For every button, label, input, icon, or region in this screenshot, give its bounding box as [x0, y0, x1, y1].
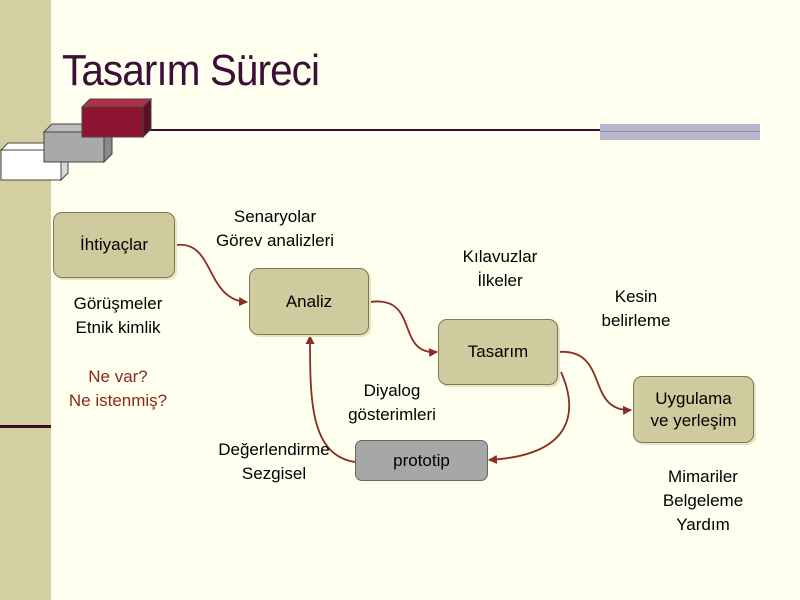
- stacked-blocks-icon: [0, 97, 153, 182]
- node-uygulama-line1: Uygulama: [655, 388, 732, 408]
- annotation-diyalog-line2: gösterimleri: [348, 405, 436, 424]
- annotation-senaryolar-line2: Görev analizleri: [215, 231, 335, 250]
- annotation-diyalog: Diyalog gösterimleri: [330, 379, 454, 427]
- annotation-gorusmeler-line2: Etnik kimlik: [75, 318, 161, 337]
- red-block: [80, 97, 153, 139]
- annotation-diyalog-line1: Diyalog: [363, 381, 421, 400]
- annotation-mimariler-line3: Yardım: [676, 515, 730, 534]
- annotation-kesin: Kesin belirleme: [578, 285, 694, 333]
- sidebar-divider: [0, 425, 51, 428]
- title-rule: [148, 129, 600, 131]
- annotation-kilavuzlar-line2: İlkeler: [477, 271, 523, 290]
- sidebar-band: [0, 0, 51, 600]
- node-tasarim: Tasarım: [438, 319, 558, 385]
- annotation-senaryolar: Senaryolar Görev analizleri: [195, 205, 355, 253]
- annotation-ne-var-line1: Ne var?: [88, 367, 148, 386]
- annotation-mimariler-line2: Belgeleme: [662, 491, 744, 510]
- annotation-gorusmeler-line1: Görüşmeler: [73, 294, 163, 313]
- annotation-mimariler: Mimariler Belgeleme Yardım: [640, 465, 766, 537]
- annotation-gorusmeler: Görüşmeler Etnik kimlik: [48, 292, 188, 340]
- node-tasarim-label: Tasarım: [467, 342, 529, 361]
- annotation-kesin-line1: Kesin: [614, 287, 658, 306]
- node-prototip-label: prototip: [393, 450, 450, 470]
- arrow-analiz-tasarim: [369, 300, 438, 358]
- annotation-kilavuzlar: Kılavuzlar İlkeler: [430, 245, 570, 293]
- annotation-degerlendirme: Değerlendirme Sezgisel: [200, 438, 348, 486]
- arrow-prototip-analiz: [305, 335, 356, 463]
- node-analiz-label: Analiz: [285, 291, 333, 311]
- annotation-degerlendirme-line1: Değerlendirme: [218, 440, 330, 459]
- node-ihtiyaclar-label: İhtiyaçlar: [79, 235, 149, 254]
- annotation-ne-var-line2: Ne istenmiş?: [68, 391, 168, 410]
- arrow-tasarim-prototip: [488, 371, 571, 465]
- node-prototip: prototip: [355, 440, 488, 481]
- annotation-degerlendirme-line2: Sezgisel: [241, 464, 307, 483]
- node-ihtiyaclar: İhtiyaçlar: [53, 212, 175, 278]
- node-uygulama-line2: ve yerleşim: [650, 410, 737, 430]
- arrow-tasarim-uygulama: [557, 351, 632, 415]
- title-rule-accent: [600, 124, 760, 140]
- annotation-kesin-line2: belirleme: [601, 311, 671, 330]
- node-uygulama: Uygulama ve yerleşim: [633, 376, 754, 443]
- annotation-ne-var: Ne var? Ne istenmiş?: [48, 365, 188, 413]
- annotation-kilavuzlar-line1: Kılavuzlar: [462, 247, 538, 266]
- annotation-mimariler-line1: Mimariler: [668, 467, 738, 486]
- title-rule-accent-line: [600, 131, 760, 132]
- annotation-senaryolar-line1: Senaryolar: [233, 207, 317, 226]
- slide-title: Tasarım Süreci: [62, 46, 320, 95]
- arrow-ihtiyaclar-analiz: [175, 244, 248, 307]
- node-analiz: Analiz: [249, 268, 369, 335]
